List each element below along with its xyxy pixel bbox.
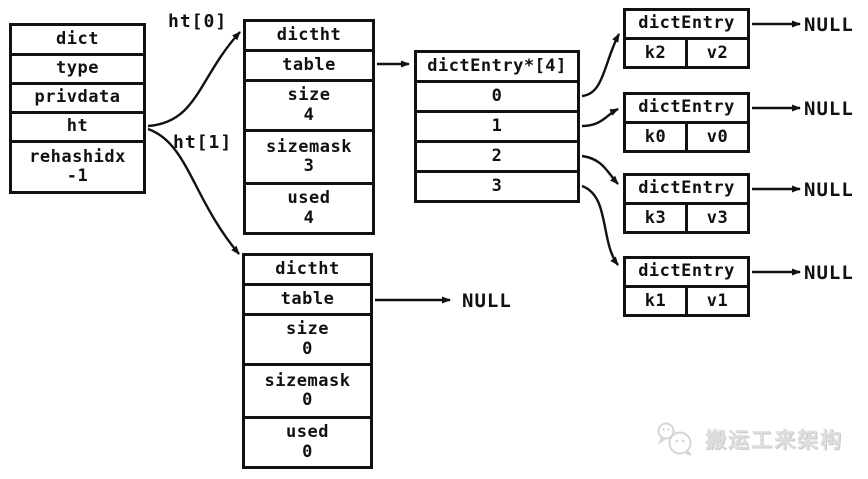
dictht-empty-box: dictht table size 0 sizemask 0 used 0 (242, 253, 373, 469)
entry-kv-row: k2 v2 (626, 37, 747, 66)
dict-entry-box-k3: dictEntry k3 v3 (623, 173, 750, 234)
arrow-slot0-to-entry (581, 33, 621, 98)
entry-value-cell: v0 (685, 124, 747, 150)
size-value: 0 (302, 338, 313, 359)
dictht-empty-sizemask-cell: sizemask 0 (245, 363, 370, 416)
used-label: used (287, 188, 331, 209)
dict-ht-cell: ht (12, 111, 143, 140)
entry-title-cell: dictEntry (638, 178, 735, 199)
dict-entry-box-k0: dictEntry k0 v0 (623, 92, 750, 153)
size-label: size (287, 85, 331, 106)
used-label: used (286, 422, 329, 443)
null-label-empty-table: NULL (462, 290, 512, 312)
ht1-pointer-label: ht[1] (173, 132, 233, 153)
sizemask-label: sizemask (264, 370, 351, 391)
arrow-slot1-to-entry (581, 107, 619, 128)
dict-type-cell: type (12, 53, 143, 82)
dictht-active-size-cell: size 4 (246, 79, 372, 129)
dictht-empty-table-cell: table (245, 283, 370, 313)
dict-struct-box: dict type privdata ht rehashidx -1 (9, 23, 146, 194)
dict-entry-box-k1: dictEntry k1 v1 (623, 256, 750, 317)
watermark: 搬运工来架构 (656, 420, 843, 458)
entry-kv-row: k0 v0 (626, 121, 747, 150)
entry-value-cell: v1 (685, 288, 747, 314)
rehashidx-value: -1 (66, 166, 89, 186)
entry-array-slot-0: 0 (417, 80, 577, 110)
entry-value-cell: v2 (685, 40, 747, 66)
entry-value-cell: v3 (685, 205, 747, 231)
size-value: 4 (303, 104, 315, 125)
null-label-entry1: NULL (804, 98, 854, 120)
entry-array-slot-3: 3 (417, 170, 577, 200)
ht0-pointer-label: ht[0] (168, 11, 228, 32)
dictht-empty-size-cell: size 0 (245, 313, 370, 363)
entry-array-slot-2: 2 (417, 140, 577, 170)
dict-privdata-cell: privdata (12, 82, 143, 111)
arrow-slot2-to-entry (581, 154, 619, 185)
arrow-ht0 (147, 31, 241, 128)
dictht-active-box: dictht table size 4 sizemask 3 used 4 (243, 19, 375, 235)
null-label-entry0: NULL (804, 14, 854, 36)
null-label-entry3: NULL (804, 262, 854, 284)
used-value: 0 (302, 441, 313, 462)
dictht-empty-used-cell: used 0 (245, 416, 370, 466)
dictht-active-sizemask-cell: sizemask 3 (246, 129, 372, 182)
dictht-active-used-cell: used 4 (246, 182, 372, 232)
entry-array-box: dictEntry*[4] 0 1 2 3 (414, 50, 580, 203)
entry-kv-row: k3 v3 (626, 202, 747, 231)
sizemask-label: sizemask (266, 136, 352, 157)
dict-title-cell: dict (56, 28, 99, 49)
entry-key-cell: k2 (644, 43, 667, 63)
watermark-text: 搬运工来架构 (705, 428, 843, 452)
entry-kv-row: k1 v1 (626, 285, 747, 314)
arrow-slot3-to-entry (581, 184, 619, 266)
dictht-active-title-cell: dictht (276, 24, 342, 45)
entry-array-slot-1: 1 (417, 110, 577, 140)
entry-key-cell: k3 (644, 208, 667, 228)
null-label-entry2: NULL (804, 179, 854, 201)
dictht-active-table-cell: table (246, 49, 372, 79)
sizemask-value: 0 (302, 390, 313, 410)
rehashidx-label: rehashidx (29, 146, 126, 167)
size-label: size (286, 319, 329, 340)
entry-title-cell: dictEntry (638, 13, 735, 34)
messenger-icon (657, 422, 692, 456)
dict-rehashidx-cell: rehashidx -1 (12, 140, 143, 191)
used-value: 4 (303, 207, 315, 228)
sizemask-value: 3 (303, 156, 315, 176)
dict-entry-box-k2: dictEntry k2 v2 (623, 8, 750, 69)
entry-key-cell: k1 (644, 291, 667, 311)
dictht-empty-title-cell: dictht (275, 258, 340, 279)
entry-title-cell: dictEntry (638, 97, 735, 118)
entry-key-cell: k0 (644, 127, 667, 147)
entry-array-title-cell: dictEntry*[4] (427, 55, 567, 76)
entry-title-cell: dictEntry (638, 261, 735, 282)
